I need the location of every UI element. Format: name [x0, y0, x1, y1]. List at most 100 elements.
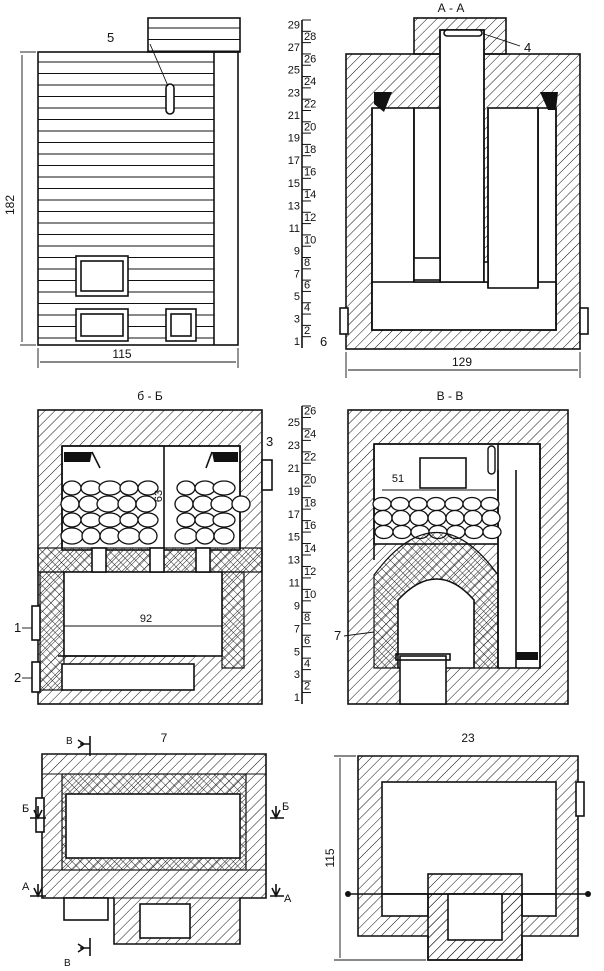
row-scale-label: 27	[288, 42, 300, 54]
heater-stone	[81, 527, 101, 545]
stones-vv	[372, 496, 502, 540]
heater-stone	[176, 512, 196, 528]
row-scale-label: 17	[288, 155, 300, 167]
row-scale-label: 13	[288, 555, 300, 567]
row-scale-label: 19	[288, 486, 300, 498]
heater-stone	[481, 509, 501, 527]
plan-7-title: 7	[161, 731, 168, 745]
heater-stone	[135, 495, 157, 513]
row-scale-label: 25	[288, 417, 300, 429]
plan-7-mark-a-left: А	[22, 881, 30, 893]
row-scale-label: 15	[288, 532, 300, 544]
row-scale-label: 29	[288, 19, 300, 31]
row-scale-label: 24	[304, 429, 316, 441]
front-view: 5 182 115	[3, 17, 241, 368]
plan-row-7: 7 В В Б Б А А	[22, 731, 292, 969]
heater-stone	[463, 509, 483, 527]
row-scale-label: 22	[304, 99, 316, 111]
row-scale-label: 9	[294, 246, 300, 258]
section-bb-callout-1: 1	[14, 620, 21, 635]
heater-stone	[212, 512, 236, 528]
heater-stone	[408, 496, 428, 512]
row-scale-label: 18	[304, 497, 316, 509]
heater-stone	[213, 527, 235, 545]
heater-stone	[427, 509, 447, 527]
row-scale-label: 21	[288, 110, 300, 122]
row-scale-label: 6	[304, 280, 310, 292]
heater-stone	[231, 495, 251, 513]
heater-stone	[390, 496, 410, 512]
heater-stone	[176, 480, 196, 496]
row-scale-label: 3	[294, 314, 300, 326]
row-scale-label: 5	[294, 291, 300, 303]
row-scale-label: 26	[304, 406, 316, 418]
plan-7-mark-v-top: В	[66, 736, 73, 747]
plan-23-title: 23	[461, 731, 475, 745]
heater-stone	[392, 524, 412, 540]
row-scale-label: 20	[304, 474, 316, 486]
heater-stone	[60, 495, 80, 513]
heater-stone	[137, 480, 159, 496]
heater-stone	[464, 524, 484, 540]
section-bb-callout-2: 2	[14, 670, 21, 685]
heater-stone	[138, 527, 158, 545]
heater-stone	[195, 527, 215, 545]
row-scale-label: 26	[304, 53, 316, 65]
heater-stone	[119, 512, 139, 528]
section-aa-callout-6: 6	[320, 334, 327, 349]
heater-stone	[194, 480, 216, 496]
heater-stone	[98, 512, 122, 528]
section-vv-title: В - В	[437, 389, 464, 403]
heater-stone	[192, 495, 214, 513]
row-scale-label: 11	[289, 223, 300, 235]
plan-7-mark-a-right: А	[284, 893, 292, 905]
damper-plate-icon	[443, 29, 483, 37]
section-vv-callout-7: 7	[334, 628, 341, 643]
row-scale-label: 17	[288, 509, 300, 521]
heater-stone	[445, 509, 465, 527]
heater-stone	[119, 480, 139, 496]
plan-row-23: 23 115	[323, 731, 591, 961]
heater-stone	[98, 480, 122, 496]
row-scale-label: 12	[304, 212, 316, 224]
stones-bb	[60, 480, 251, 545]
row-scale-label: 4	[304, 302, 310, 314]
heater-stone	[194, 512, 216, 528]
row-scale-label: 20	[304, 121, 316, 133]
row-scale-label: 22	[304, 451, 316, 463]
section-aa-width-dim: 129	[452, 355, 472, 369]
heater-stone	[444, 496, 464, 512]
heater-stone	[210, 495, 234, 513]
row-scale-label: 25	[288, 65, 300, 77]
row-scale-label: 4	[304, 658, 310, 670]
row-scale-label: 8	[304, 612, 310, 624]
section-vv-inner-width: 51	[392, 473, 404, 485]
heater-stone	[80, 480, 102, 496]
heater-stone	[62, 512, 82, 528]
row-scale-label: 13	[288, 200, 300, 212]
heater-stone	[99, 527, 121, 545]
heater-stone	[426, 496, 446, 512]
row-scale-label: 21	[288, 463, 300, 475]
heater-stone	[137, 512, 159, 528]
plan-7-mark-v-bottom: В	[64, 958, 71, 969]
damper-handle-icon	[165, 83, 175, 115]
heater-stone	[372, 496, 392, 512]
heater-stone	[117, 527, 141, 545]
heater-stone	[174, 527, 198, 545]
row-scale-label: 15	[288, 178, 300, 190]
row-scale-label: 16	[304, 167, 316, 179]
row-scale-label: 1	[294, 692, 300, 704]
row-scale-label: 2	[304, 325, 310, 337]
row-scale-label: 19	[288, 133, 300, 145]
heater-stone	[174, 495, 194, 513]
heater-stone	[374, 524, 394, 540]
heater-stone	[409, 509, 429, 527]
front-width-dim: 115	[112, 347, 131, 361]
section-bb-title: б - Б	[137, 389, 163, 403]
heater-stone	[117, 495, 137, 513]
row-scale-top: 2928272625242322212019181716151413121110…	[288, 19, 317, 348]
row-scale-bottom: 2625242322212019181716151413121110987654…	[288, 405, 316, 704]
heater-stone	[60, 527, 84, 545]
